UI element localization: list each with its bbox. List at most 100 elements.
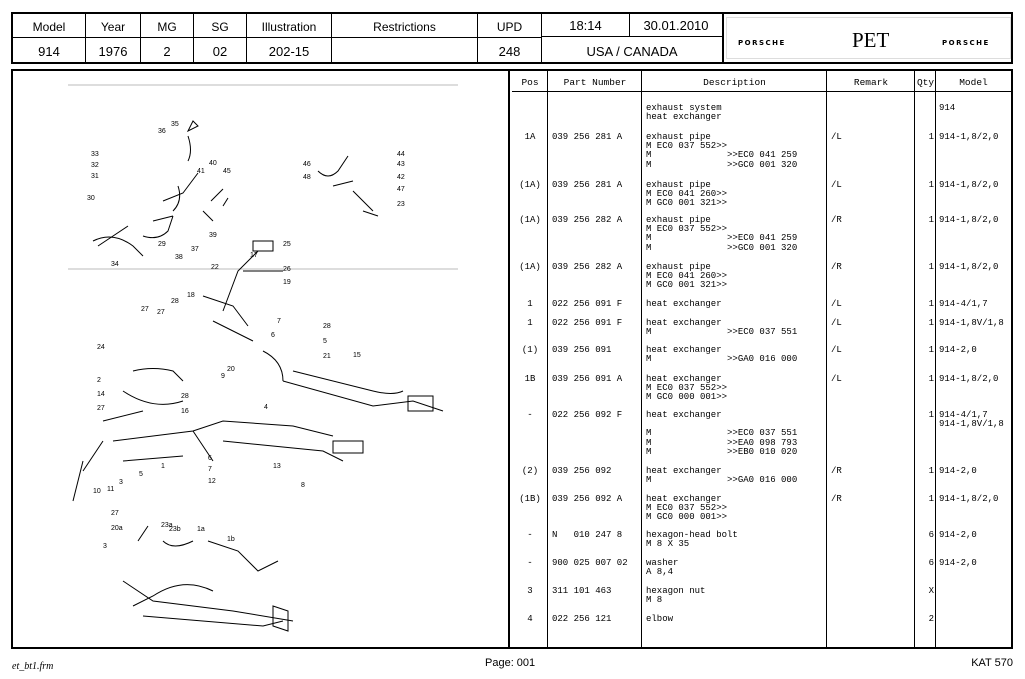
callout-label[interactable]: 16 bbox=[181, 408, 189, 415]
callout-label[interactable]: 10 bbox=[93, 488, 101, 495]
restrictions-label: Restrictions bbox=[373, 20, 436, 34]
th-desc: Description bbox=[703, 77, 766, 88]
callout-label[interactable]: 4 bbox=[264, 404, 268, 411]
cell-part: 022 256 091 F bbox=[552, 318, 623, 328]
callout-label[interactable]: 34 bbox=[111, 261, 119, 268]
callout-label[interactable]: 44 bbox=[397, 151, 405, 158]
callout-label[interactable]: 3 bbox=[119, 479, 123, 486]
cell-part: 039 256 092 bbox=[552, 466, 612, 476]
footer-form-name: et_bt1.frm bbox=[12, 661, 54, 672]
callout-label[interactable]: 42 bbox=[397, 174, 405, 181]
callout-label[interactable]: 13 bbox=[273, 463, 281, 470]
callout-label[interactable]: 40 bbox=[209, 160, 217, 167]
callout-label[interactable]: 14 bbox=[97, 391, 105, 398]
cell-part: 900 025 007 02 bbox=[552, 558, 628, 568]
callout-label[interactable]: 6 bbox=[271, 332, 275, 339]
col-pos bbox=[512, 71, 548, 647]
callout-label[interactable]: 12 bbox=[208, 478, 216, 485]
callout-label[interactable]: 31 bbox=[91, 173, 99, 180]
cell-qty: 1 bbox=[928, 345, 934, 355]
callout-label[interactable]: 9 bbox=[221, 373, 225, 380]
cell-qty: 1 bbox=[928, 215, 934, 225]
callout-label[interactable]: 27 bbox=[97, 405, 105, 412]
callout-label[interactable]: 28 bbox=[181, 393, 189, 400]
callout-label[interactable]: 47 bbox=[397, 186, 405, 193]
callout-label[interactable]: 18 bbox=[187, 292, 195, 299]
callout-label[interactable]: 15 bbox=[353, 352, 361, 359]
callout-label[interactable]: 25 bbox=[283, 241, 291, 248]
cell-desc: heat exchanger M >>GA0 016 000 bbox=[646, 466, 798, 486]
callout-label[interactable]: 3 bbox=[103, 543, 107, 550]
callout-label[interactable]: 29 bbox=[158, 241, 166, 248]
callout-label[interactable]: 21 bbox=[323, 353, 331, 360]
callout-label[interactable]: 27 bbox=[141, 306, 149, 313]
callout-label[interactable]: 8 bbox=[301, 482, 305, 489]
callout-label[interactable]: 19 bbox=[283, 279, 291, 286]
callout-label[interactable]: 27 bbox=[111, 510, 119, 517]
cell-model: 914-4/1,7 bbox=[939, 299, 988, 309]
cell-model: 914-1,8/2,0 bbox=[939, 374, 999, 384]
callout-label[interactable]: 33 bbox=[91, 151, 99, 158]
callout-label[interactable]: 1b bbox=[227, 536, 235, 543]
cell-desc: heat exchanger M >>EC0 037 551 M >>EA0 0… bbox=[646, 410, 798, 457]
callout-label[interactable]: 23b bbox=[169, 526, 181, 533]
callout-label[interactable]: 20a bbox=[111, 525, 123, 532]
table-header: Pos Part Number Description Remark Qty M… bbox=[512, 71, 1011, 92]
cell-model: 914 bbox=[939, 103, 956, 113]
callout-label[interactable]: 41 bbox=[197, 168, 205, 175]
callout-label[interactable]: 45 bbox=[223, 168, 231, 175]
time-value: 18:14 bbox=[569, 18, 602, 33]
callout-label[interactable]: 36 bbox=[158, 128, 166, 135]
th-pos: Pos bbox=[521, 77, 539, 88]
callout-label[interactable]: 48 bbox=[303, 174, 311, 181]
cell-remark: /L bbox=[831, 318, 842, 328]
mg-cell: MG 2 bbox=[141, 14, 194, 62]
cell-pos: 4 bbox=[527, 614, 533, 624]
callout-label[interactable]: 28 bbox=[171, 298, 179, 305]
callout-label[interactable]: 26 bbox=[283, 266, 291, 273]
cell-pos: 1A bbox=[524, 132, 536, 142]
callout-label[interactable]: 32 bbox=[91, 162, 99, 169]
cell-pos: - bbox=[527, 410, 533, 420]
callout-label[interactable]: 1a bbox=[197, 526, 205, 533]
callout-label[interactable]: 5 bbox=[323, 338, 327, 345]
callout-label[interactable]: 11 bbox=[107, 486, 114, 493]
year-label: Year bbox=[100, 20, 126, 34]
callout-label[interactable]: 28 bbox=[323, 323, 331, 330]
cell-pos: 1 bbox=[527, 318, 533, 328]
cell-model: 914-1,8/2,0 bbox=[939, 180, 999, 190]
callout-label[interactable]: 24 bbox=[97, 344, 105, 351]
callout-label[interactable]: 23a bbox=[161, 522, 173, 529]
callout-label[interactable]: 35 bbox=[171, 121, 179, 128]
cell-desc: exhaust system heat exchanger bbox=[646, 103, 722, 123]
callout-label[interactable]: 30 bbox=[87, 195, 95, 202]
cell-remark: /R bbox=[831, 262, 842, 272]
callout-label[interactable]: 22 bbox=[211, 264, 219, 271]
cell-qty: 1 bbox=[928, 466, 934, 476]
callout-label[interactable]: 43 bbox=[397, 161, 405, 168]
cell-model: 914-1,8/2,0 bbox=[939, 215, 999, 225]
callout-label[interactable]: 5 bbox=[139, 471, 143, 478]
callout-label[interactable]: 7 bbox=[208, 466, 212, 473]
callout-label[interactable]: 20 bbox=[227, 366, 235, 373]
callout-label[interactable]: 23 bbox=[397, 201, 405, 208]
callout-label[interactable]: 7 bbox=[277, 318, 281, 325]
callout-label[interactable]: 17 bbox=[250, 252, 258, 259]
callout-label[interactable]: 38 bbox=[175, 254, 183, 261]
callout-label[interactable]: 6 bbox=[208, 455, 212, 462]
cell-model: 914-4/1,7 914-1,8V/1,8 bbox=[939, 410, 1004, 430]
callout-label[interactable]: 2 bbox=[97, 377, 101, 384]
callout-label[interactable]: 27 bbox=[157, 309, 165, 316]
header-divider bbox=[13, 37, 541, 38]
callout-label[interactable]: 37 bbox=[191, 246, 199, 253]
callout-label[interactable]: 46 bbox=[303, 161, 311, 168]
cell-desc: exhaust pipe M EC0 041 260>> M GC0 001 3… bbox=[646, 180, 728, 209]
cell-qty: 1 bbox=[928, 374, 934, 384]
callout-label[interactable]: 1 bbox=[161, 463, 165, 470]
th-model: Model bbox=[959, 77, 988, 88]
cell-desc: heat exchanger M EC0 037 552>> M GC0 000… bbox=[646, 494, 728, 523]
year-cell: Year 1976 bbox=[86, 14, 141, 62]
callout-label[interactable]: 39 bbox=[209, 232, 217, 239]
col-desc bbox=[642, 71, 827, 647]
